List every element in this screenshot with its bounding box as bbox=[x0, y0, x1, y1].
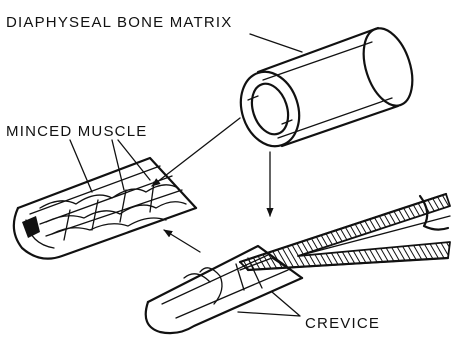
arrow-return-to-muscle-half bbox=[164, 230, 200, 252]
leader-line-bone-matrix bbox=[250, 34, 302, 52]
leader-lines-crevice bbox=[238, 292, 300, 316]
label-minced-muscle: MINCED MUSCLE bbox=[6, 123, 147, 140]
bone-cylinder-intact bbox=[232, 22, 422, 154]
forceps-instrument bbox=[240, 194, 450, 270]
label-crevice: CREVICE bbox=[305, 315, 380, 332]
label-diaphyseal-bone-matrix: DIAPHYSEAL BONE MATRIX bbox=[6, 14, 232, 31]
